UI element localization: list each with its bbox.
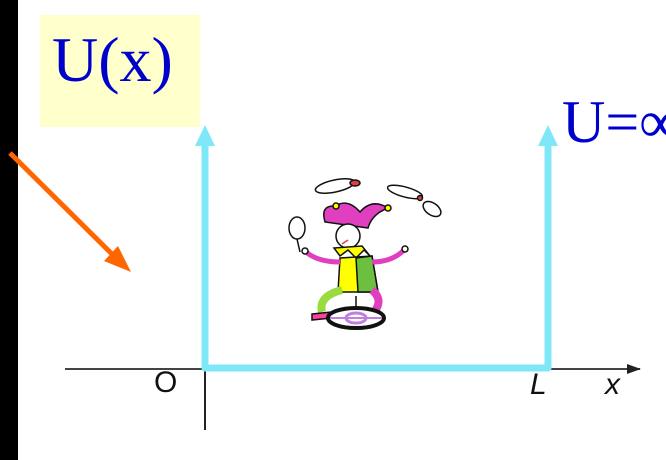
well-width-label: L xyxy=(530,368,547,401)
jester-hat xyxy=(323,202,392,229)
left-wall-arrowhead xyxy=(195,125,215,146)
right-wall-arrowhead xyxy=(538,125,558,146)
potential-well xyxy=(201,136,552,372)
jester-icon xyxy=(288,178,442,330)
x-axis-label: x xyxy=(605,368,620,401)
potential-label: U(x) xyxy=(52,24,173,95)
potential-label-box xyxy=(40,15,200,127)
orange-pointer-arrow xyxy=(8,151,131,272)
origin-label: O xyxy=(154,366,178,399)
infinite-potential-label: U=∞ xyxy=(562,89,666,155)
juggling-pins xyxy=(288,178,442,253)
